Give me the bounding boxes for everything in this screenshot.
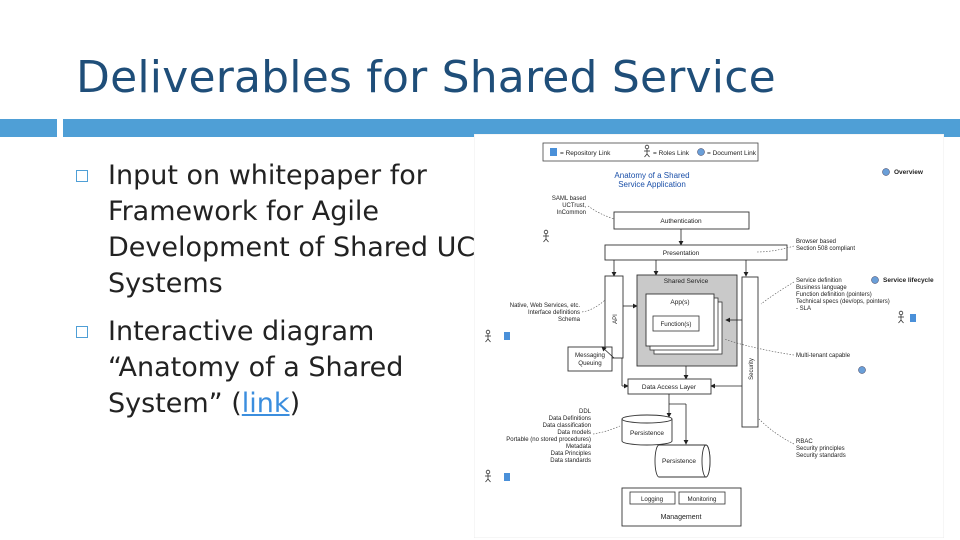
svg-text:Portable (no stored procedures: Portable (no stored procedures) — [506, 437, 591, 443]
document-icon[interactable] — [858, 366, 866, 374]
document-icon — [697, 148, 705, 156]
legend: = Repository Link = Roles Link = Documen… — [542, 142, 759, 162]
square-bullet-icon — [76, 326, 88, 338]
svg-text:UCTrust,: UCTrust, — [562, 203, 586, 209]
svg-text:Persistence: Persistence — [630, 430, 664, 437]
service-definition-note: Service definition Business language Fun… — [796, 278, 890, 312]
repository-icon — [550, 148, 557, 156]
service-lifecycle-label[interactable]: Service lifecycle — [883, 277, 934, 284]
diagram-link[interactable]: link — [241, 388, 290, 419]
svg-text:Technical specs (dev/ops, poin: Technical specs (dev/ops, pointers) — [796, 299, 890, 305]
svg-text:InCommon: InCommon — [557, 210, 586, 216]
svg-text:Logging: Logging — [641, 496, 664, 503]
authentication-box[interactable]: Authentication — [613, 211, 750, 230]
security-box[interactable]: Security — [741, 276, 759, 428]
persistence-cylinder-1[interactable]: Persistence — [621, 414, 673, 446]
roles-icon[interactable] — [898, 310, 904, 324]
slide-title: Deliverables for Shared Service — [76, 52, 776, 103]
rbac-note: RBAC Security principles Security standa… — [796, 439, 846, 459]
bullet-text-before: Interactive diagram “Anatomy of a Shared… — [108, 316, 404, 419]
svg-text:Data standards: Data standards — [550, 458, 591, 464]
title-accent-bar-right — [63, 119, 960, 137]
svg-text:Messaging: Messaging — [575, 352, 605, 359]
svg-text:Presentation: Presentation — [663, 250, 700, 257]
bullet-text: Input on whitepaper for Framework for Ag… — [108, 160, 476, 299]
bullet-item-interactive-diagram: Interactive diagram “Anatomy of a Shared… — [74, 314, 484, 422]
overview-label[interactable]: Overview — [894, 169, 924, 176]
repository-icon[interactable] — [910, 314, 916, 322]
svg-text:RBAC: RBAC — [796, 439, 813, 445]
svg-text:Function definition (pointers): Function definition (pointers) — [796, 292, 872, 298]
svg-text:Shared Service: Shared Service — [664, 278, 709, 285]
roles-icon[interactable] — [543, 229, 549, 243]
bullet-list: Input on whitepaper for Framework for Ag… — [74, 158, 484, 434]
native-note: Native, Web Services, etc. Interface def… — [510, 303, 581, 323]
svg-text:Authentication: Authentication — [660, 218, 702, 225]
svg-text:Data Principles: Data Principles — [551, 451, 591, 457]
browser-note: Browser based Section 508 compliant — [796, 239, 855, 252]
multitenant-note: Multi-tenant capable — [796, 353, 851, 359]
monitoring-box[interactable]: Monitoring — [678, 491, 726, 505]
api-box[interactable]: API — [604, 275, 624, 359]
svg-text:Schema: Schema — [558, 317, 581, 323]
svg-text:Security: Security — [749, 358, 755, 380]
svg-text:Queuing: Queuing — [578, 360, 602, 367]
presentation-box[interactable]: Presentation — [604, 244, 788, 261]
svg-text:Multi-tenant capable: Multi-tenant capable — [796, 353, 851, 359]
persistence-cylinder-2[interactable]: Persistence — [654, 444, 711, 478]
svg-text:Data models: Data models — [557, 430, 591, 436]
legend-repository: = Repository Link — [560, 150, 611, 157]
functions-box[interactable]: Function(s) — [652, 315, 700, 332]
svg-text:Metadata: Metadata — [566, 444, 592, 450]
logging-box[interactable]: Logging — [629, 491, 676, 505]
svg-text:Data classification: Data classification — [543, 423, 591, 429]
repository-icon[interactable] — [504, 332, 510, 340]
bullet-text-after: ) — [289, 388, 301, 419]
repository-icon[interactable] — [504, 473, 510, 481]
svg-text:Service definition: Service definition — [796, 278, 842, 284]
svg-text:Data Definitions: Data Definitions — [549, 416, 591, 422]
svg-text:Management: Management — [661, 514, 702, 521]
svg-text:Browser based: Browser based — [796, 239, 836, 245]
saml-note: SAML based UCTrust, InCommon — [552, 196, 586, 216]
ddl-note: DDL Data Definitions Data classification… — [506, 409, 591, 464]
document-icon[interactable] — [882, 168, 890, 176]
svg-text:SAML based: SAML based — [552, 196, 586, 202]
svg-text:Function(s): Function(s) — [661, 321, 692, 328]
legend-document: = Document Link — [707, 150, 757, 157]
svg-text:App(s): App(s) — [670, 299, 689, 306]
anatomy-diagram: = Repository Link = Roles Link = Documen… — [474, 134, 944, 538]
svg-text:Monitoring: Monitoring — [688, 496, 717, 503]
roles-icon[interactable] — [485, 469, 491, 483]
svg-text:Native, Web Services, etc.: Native, Web Services, etc. — [510, 303, 581, 309]
roles-icon — [644, 144, 650, 158]
svg-text:Business language: Business language — [796, 285, 847, 291]
svg-text:- SLA: - SLA — [796, 306, 811, 312]
svg-text:API: API — [613, 314, 619, 324]
svg-text:Security standards: Security standards — [796, 453, 846, 459]
square-bullet-icon — [76, 170, 88, 182]
title-accent-bar-left — [0, 119, 57, 137]
bullet-item-whitepaper: Input on whitepaper for Framework for Ag… — [74, 158, 484, 302]
diagram-title-line2: Service Application — [618, 180, 686, 189]
svg-text:Data Access Layer: Data Access Layer — [642, 384, 697, 391]
data-access-layer-box[interactable]: Data Access Layer — [627, 378, 712, 395]
legend-roles: = Roles Link — [653, 150, 690, 157]
diagram-title-line1: Anatomy of a Shared — [614, 171, 689, 180]
roles-icon[interactable] — [485, 329, 491, 343]
svg-text:DDL: DDL — [579, 409, 592, 415]
svg-text:Section 508 compliant: Section 508 compliant — [796, 246, 855, 252]
svg-text:Security principles: Security principles — [796, 446, 845, 452]
svg-text:Persistence: Persistence — [662, 458, 696, 465]
svg-text:Interface definitions: Interface definitions — [528, 310, 580, 316]
document-icon[interactable] — [871, 276, 879, 284]
